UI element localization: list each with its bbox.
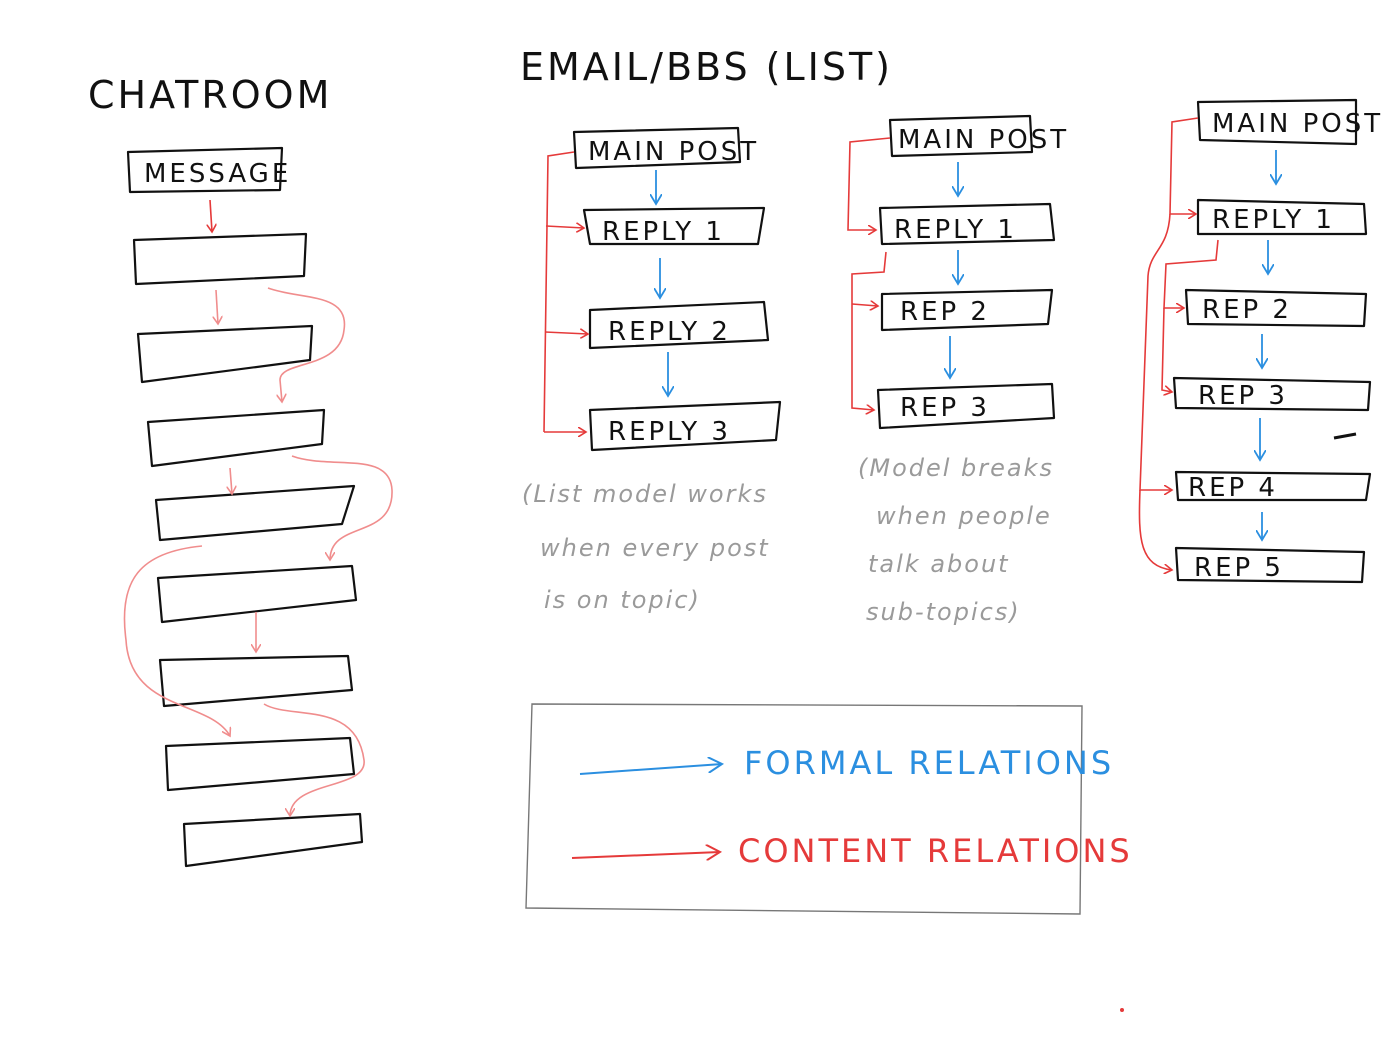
chatroom-box-1	[132, 232, 308, 286]
list-reply-2-label: REPLY 2	[608, 317, 731, 347]
tree-content-arrow-5	[1138, 489, 1172, 570]
broken-content-spine	[851, 251, 887, 410]
tree-model-column: MAIN POST REPLY 1 REP 2 REP 3 REP 4 REP …	[1138, 98, 1383, 584]
legend-formal-label: FORMAL RELATIONS	[744, 744, 1114, 782]
broken-reply-1-label: REPLY 1	[894, 215, 1017, 245]
broken-note-line-4: sub-topics)	[866, 598, 1021, 626]
broken-note-line-2: when people	[876, 502, 1052, 530]
chatroom-box-6	[158, 654, 354, 708]
tree-rep-5-box	[1174, 546, 1366, 584]
chatroom-message-label: MESSAGE	[144, 159, 291, 189]
broken-main-post-box	[888, 114, 1034, 158]
list-reply-3-box	[588, 400, 782, 452]
chatroom-curve-3	[123, 545, 230, 736]
chatroom-arrow-1	[210, 199, 212, 232]
legend-content-arrow	[571, 852, 720, 858]
legend-frame	[525, 703, 1083, 915]
tree-rep-3-label: REP 3	[1198, 381, 1288, 411]
chatroom-box-5	[156, 564, 358, 624]
broken-content-arrow-2	[851, 304, 878, 306]
tree-rep-5-label: REP 5	[1194, 553, 1284, 583]
list-content-arrow-2	[544, 332, 588, 334]
list-reply-1-label: REPLY 1	[602, 217, 725, 247]
tree-content-arrow-2	[1163, 239, 1219, 308]
tree-content-arrow-1	[1169, 117, 1199, 214]
chatroom-curve-1	[267, 287, 346, 402]
tree-main-post-box	[1196, 98, 1358, 146]
tree-rep-4-label: REP 4	[1188, 473, 1278, 503]
list-reply-2-box	[588, 300, 770, 350]
chatroom-column: MESSAGE	[123, 146, 393, 868]
chatroom-curve-2	[291, 455, 393, 560]
chatroom-box-2	[136, 324, 314, 384]
broken-rep-3-label: REP 3	[900, 393, 990, 423]
tree-reply-1-box	[1196, 198, 1368, 236]
legend-formal-arrow	[579, 764, 722, 775]
email-bbs-title: EMAIL/BBS (LIST)	[520, 45, 893, 89]
tree-content-arrow-3	[1161, 307, 1172, 392]
chatroom-arrow-2	[216, 289, 218, 324]
chatroom-message-box	[126, 146, 284, 194]
chatroom-arrow-3	[230, 467, 232, 494]
chatroom-box-8	[182, 812, 364, 868]
tree-rep-3-box	[1172, 376, 1372, 412]
tree-reply-1-label: REPLY 1	[1212, 205, 1335, 235]
list-content-spine	[543, 151, 575, 433]
broken-content-arrow-1	[847, 137, 891, 230]
stray-red-dot	[1120, 1008, 1124, 1012]
broken-reply-1-box	[878, 202, 1056, 246]
list-note-line-3: is on topic)	[544, 586, 701, 614]
list-main-post-label: MAIN POST	[588, 137, 759, 167]
broken-rep-3-box	[876, 382, 1056, 430]
list-reply-1-box	[582, 206, 766, 246]
broken-rep-2-label: REP 2	[900, 297, 990, 327]
broken-note-line-1: (Model breaks	[858, 454, 1054, 482]
list-content-arrow-1	[545, 226, 584, 228]
broken-rep-2-box	[880, 288, 1054, 332]
tree-rep-2-box	[1184, 288, 1368, 328]
legend-content-label: CONTENT RELATIONS	[738, 832, 1133, 870]
tree-content-spine-outer	[1139, 213, 1172, 490]
chatroom-curve-4	[263, 703, 365, 816]
broken-main-post-label: MAIN POST	[898, 125, 1069, 155]
chatroom-box-4	[154, 484, 356, 542]
chatroom-box-7	[164, 736, 356, 792]
legend: FORMAL RELATIONS CONTENT RELATIONS	[525, 703, 1133, 915]
list-note-line-1: (List model works	[522, 480, 768, 508]
tree-rep-2-label: REP 2	[1202, 295, 1292, 325]
chatroom-title: CHATROOM	[88, 73, 332, 117]
list-note-line-2: when every post	[540, 534, 770, 562]
list-reply-3-label: REPLY 3	[608, 417, 731, 447]
broken-note-line-3: talk about	[868, 550, 1010, 578]
list-main-post-box	[572, 126, 742, 170]
broken-model-column: MAIN POST REPLY 1 REP 2 REP 3 (Model bre…	[847, 114, 1069, 626]
tree-rep-4-box	[1174, 470, 1372, 502]
chatroom-box-3	[146, 408, 326, 468]
stray-mark	[1333, 432, 1357, 440]
tree-main-post-label: MAIN POST	[1212, 109, 1383, 139]
list-model-column: MAIN POST REPLY 1 REPLY 2 REPLY 3 (List …	[522, 126, 782, 614]
